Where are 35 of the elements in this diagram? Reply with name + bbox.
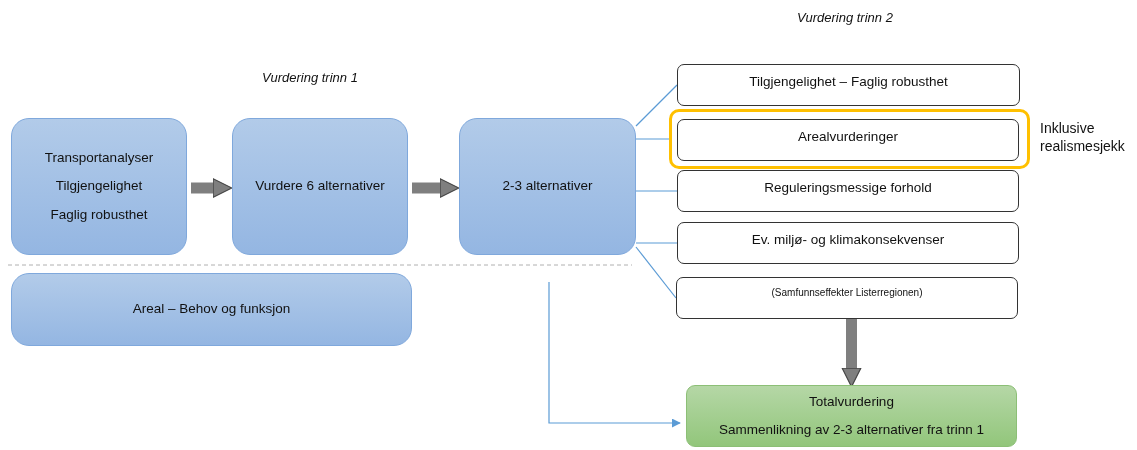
connector-line xyxy=(635,190,678,192)
node-text: Tilgjengelighet – Faglig robusthet xyxy=(749,74,948,91)
node-text: Transportanalyser xyxy=(44,150,154,167)
node-text: Sammenlikning av 2-3 alternativer fra trinn 1 xyxy=(719,422,984,439)
connector-line xyxy=(635,84,678,127)
connector-line xyxy=(635,242,678,244)
node-text: Vurdere 6 alternativer xyxy=(255,178,385,195)
criterion-box xyxy=(677,170,1019,212)
connector-line xyxy=(635,138,670,140)
node-text: 2-3 alternativer xyxy=(502,178,593,195)
node-text: Ev. miljø- og klimakonsekvenser xyxy=(751,232,945,249)
process-box xyxy=(232,118,408,255)
node-text: Areal – Behov og funksjon xyxy=(132,301,291,318)
node-text: Reguleringsmessige forhold xyxy=(764,180,932,197)
process-box xyxy=(11,118,187,255)
block-arrow xyxy=(412,178,460,198)
node-text: Faglig robusthet xyxy=(50,206,148,223)
node-text: Tilgjengelighet xyxy=(55,178,143,195)
highlight-frame xyxy=(669,109,1030,169)
criterion-box xyxy=(677,119,1019,161)
block-arrow xyxy=(191,178,233,198)
connector-line xyxy=(635,246,677,299)
criterion-box xyxy=(676,277,1018,319)
node-text: Totalvurdering xyxy=(809,394,894,411)
result-box xyxy=(686,385,1017,447)
criterion-box xyxy=(677,222,1019,264)
arrow xyxy=(548,281,681,428)
stage-heading: Vurdering trinn 2 xyxy=(797,10,893,27)
stage-heading: Vurdering trinn 1 xyxy=(262,70,358,87)
side-note: Inklusive realismesjekk xyxy=(1040,119,1126,156)
criterion-box xyxy=(677,64,1020,106)
process-box xyxy=(459,118,636,255)
node-text: (Samfunnseffekter Listerregionen) xyxy=(771,287,923,299)
process-box xyxy=(11,273,412,346)
node-text: Arealvurderinger xyxy=(798,129,898,146)
